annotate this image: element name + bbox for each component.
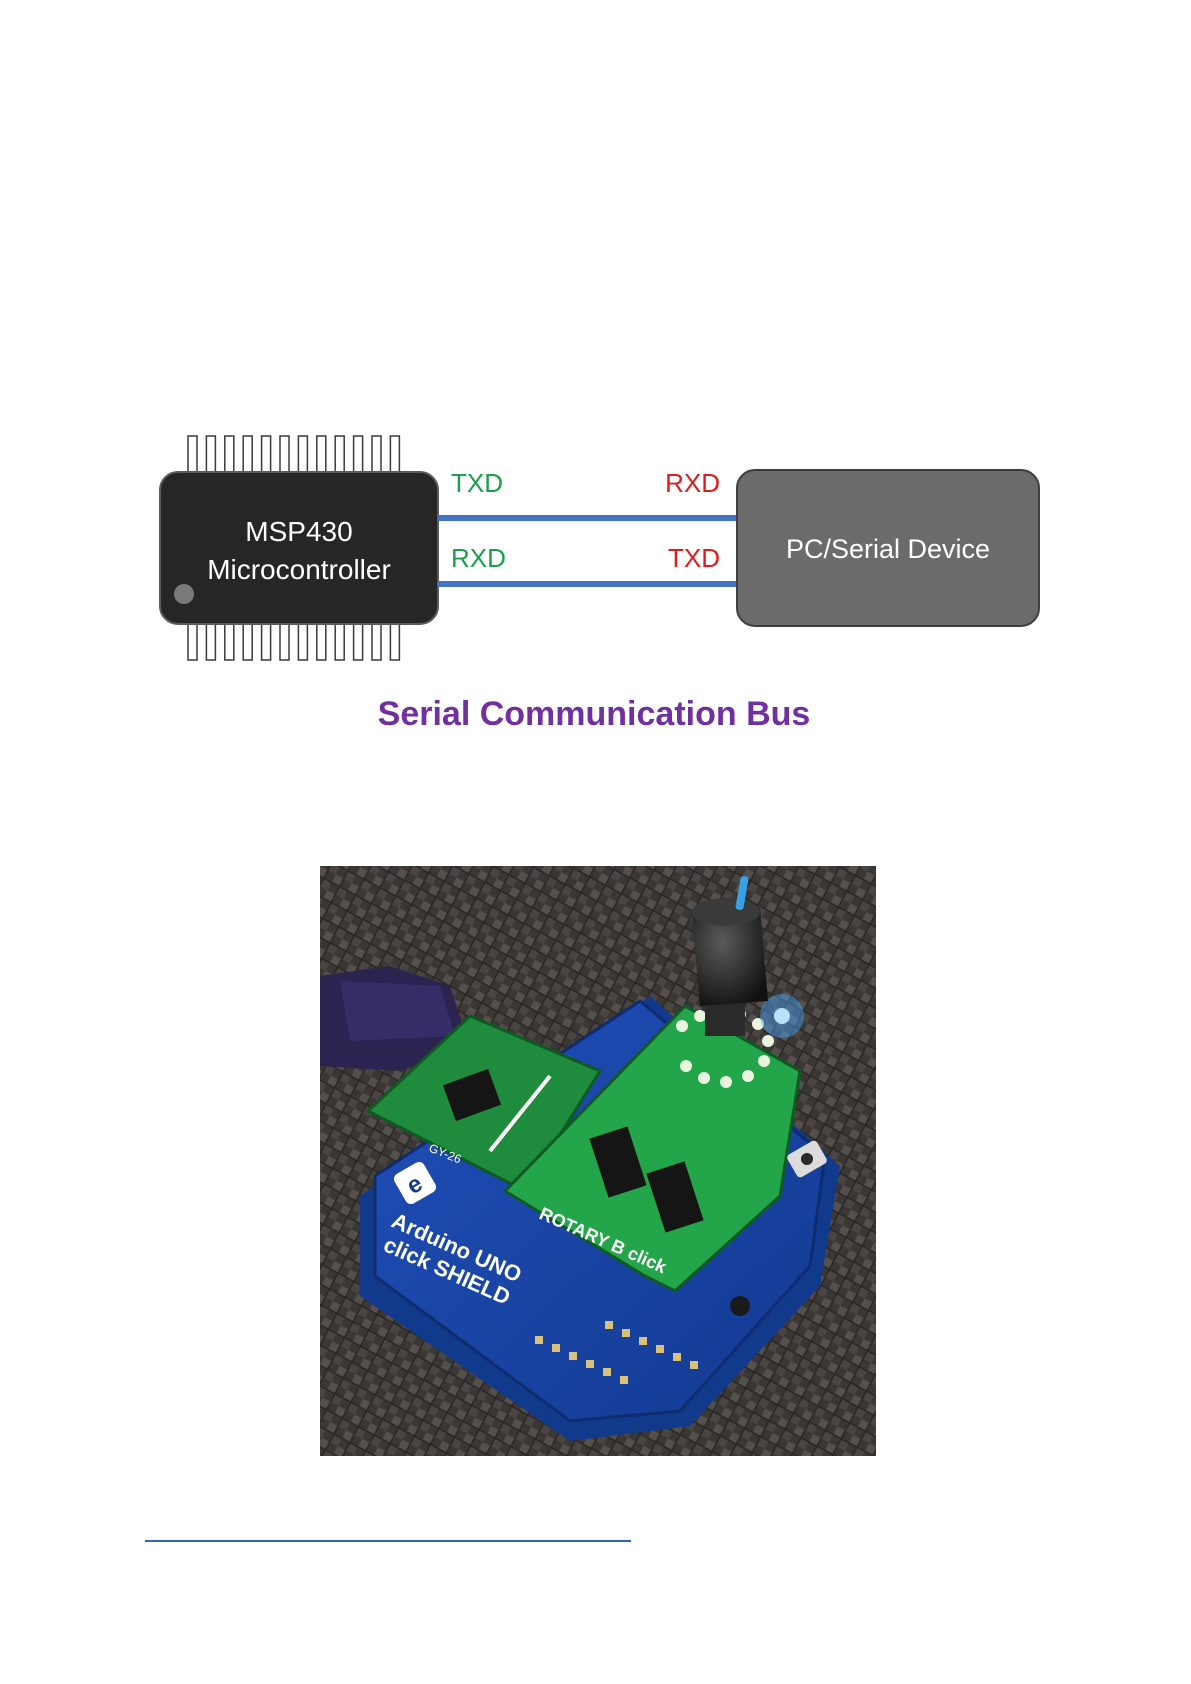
mcu-pin-bottom — [206, 622, 215, 660]
mcu-pin-bottom — [354, 622, 363, 660]
signal-label-device-rxd: RXD — [665, 468, 720, 498]
mcu-pin-top — [243, 436, 252, 474]
mcu-pins-top — [188, 436, 399, 474]
mcu-pin-top — [317, 436, 326, 474]
mcu-pin-bottom — [280, 622, 289, 660]
mcu-pins-bottom — [188, 622, 399, 660]
mcu-pin-bottom — [262, 622, 271, 660]
mcu-label-line2: Microcontroller — [207, 554, 391, 585]
mcu-pin-top — [372, 436, 381, 474]
footnote-separator — [145, 1540, 631, 1542]
mcu-pin-top — [390, 436, 399, 474]
signal-label-mcu-txd: TXD — [451, 468, 503, 498]
mcu-label-line1: MSP430 — [245, 516, 352, 547]
arduino-shield-photo-drawing: e Arduino UNO click SHIELD GY-26 ROTARY … — [320, 866, 876, 1456]
mcu-pin-top — [298, 436, 307, 474]
mcu-pin-bottom — [225, 622, 234, 660]
mcu-pin-bottom — [335, 622, 344, 660]
serial-bus-diagram: MSP430 Microcontroller TXD RXD RXD TXD P… — [0, 0, 1191, 760]
mcu-pin-top — [280, 436, 289, 474]
mcu-pin-top — [206, 436, 215, 474]
mcu-pin-bottom — [243, 622, 252, 660]
diagram-title: Serial Communication Bus — [378, 695, 811, 733]
arduino-shield-photo: e Arduino UNO click SHIELD GY-26 ROTARY … — [320, 866, 876, 1456]
signal-label-mcu-rxd: RXD — [451, 543, 506, 573]
mcu-pin-top — [335, 436, 344, 474]
mcu-pin-top — [225, 436, 234, 474]
mcu-pin-bottom — [298, 622, 307, 660]
mcu-pin-bottom — [317, 622, 326, 660]
signal-label-device-txd: TXD — [668, 543, 720, 573]
mcu-pin-bottom — [372, 622, 381, 660]
mcu-pin1-dot — [174, 584, 194, 604]
mcu-pin-top — [188, 436, 197, 474]
mcu-pin-top — [354, 436, 363, 474]
mcu-chip — [160, 472, 438, 624]
mcu-pin-top — [262, 436, 271, 474]
mcu-pin-bottom — [390, 622, 399, 660]
transistor — [730, 1296, 750, 1316]
mcu-pin-bottom — [188, 622, 197, 660]
serial-device-label: PC/Serial Device — [786, 534, 990, 564]
